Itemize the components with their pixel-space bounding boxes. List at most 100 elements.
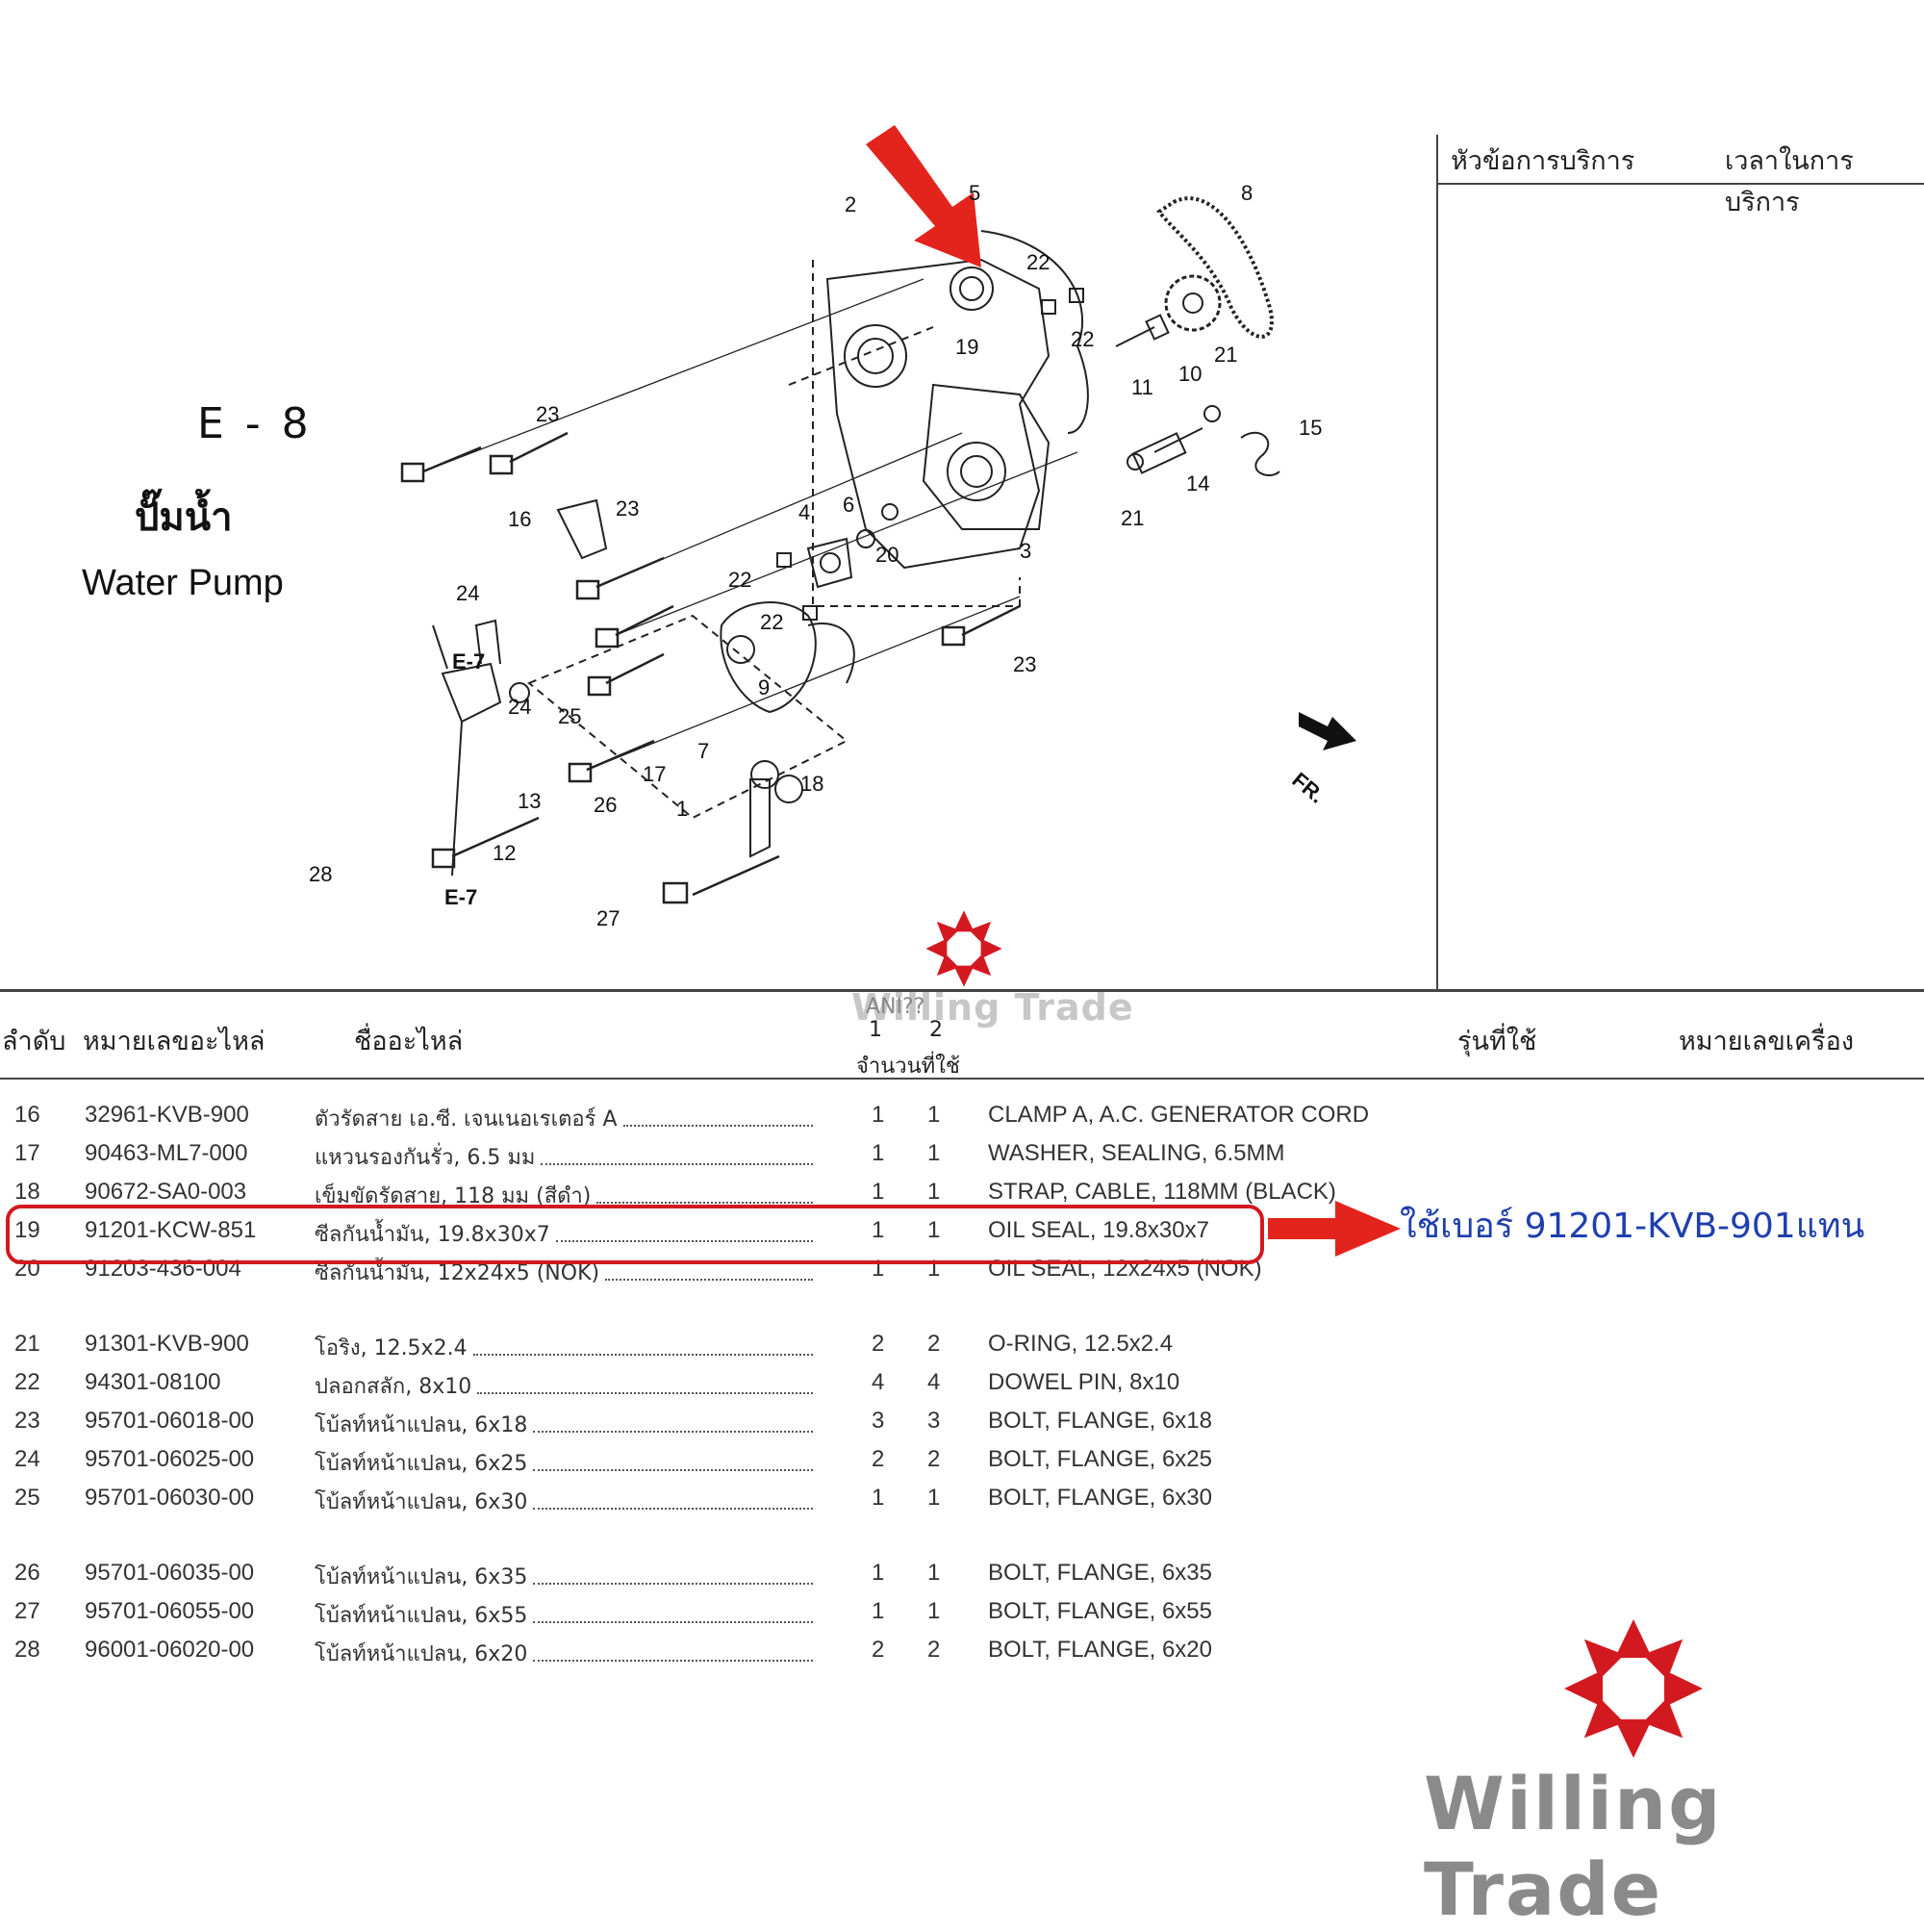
cell-part-number: 90672-SA0-003 <box>85 1179 247 1205</box>
table-top-line <box>0 989 1924 992</box>
cell-part-number: 95701-06030-00 <box>85 1485 255 1511</box>
cell-qty-2: 1 <box>927 1102 941 1128</box>
reference-e7-bottom: E-7 <box>444 885 478 909</box>
callout-1: 1 <box>676 797 689 821</box>
cell-no: 17 <box>14 1140 40 1166</box>
callout-14: 14 <box>1186 471 1210 496</box>
cell-name-thai: โบ้ลท์หน้าแปลน, 6x35 <box>315 1565 528 1589</box>
callout-5: 5 <box>969 181 981 205</box>
callout-18: 18 <box>800 772 824 796</box>
header-qty-col2: 2 <box>929 1018 943 1042</box>
cell-name-thai: ตัวรัดสาย เอ.ซี. เจนเนอเรเตอร์ A <box>315 1107 618 1131</box>
cell-no: 21 <box>14 1331 40 1357</box>
callout-23-c: 23 <box>1013 652 1037 676</box>
cell-part-number: 95701-06025-00 <box>85 1446 255 1472</box>
highlight-row-19 <box>6 1205 1264 1264</box>
leader-dots <box>556 1217 813 1242</box>
cell-qty-1: 2 <box>872 1637 885 1663</box>
callout-27: 27 <box>596 906 620 930</box>
callout-11: 11 <box>1131 375 1153 399</box>
service-time-header: เวลาในการบริการ <box>1725 146 1854 217</box>
cell-no: 19 <box>14 1217 40 1243</box>
cell-name-english: STRAP, CABLE, 118MM (BLACK) <box>988 1179 1336 1205</box>
section-title-english: Water Pump <box>82 563 284 603</box>
callout-4: 4 <box>798 500 811 524</box>
exploded-parts-diagram <box>400 125 1356 904</box>
cell-name-thai: โบ้ลท์หน้าแปลน, 6x55 <box>315 1604 528 1628</box>
cell-name-english: O-RING, 12.5x2.4 <box>988 1331 1174 1357</box>
callout-15: 15 <box>1299 416 1323 440</box>
cell-name-thai: ซีลกันน้ำมัน, 12x24x5 (NOK) <box>315 1261 600 1285</box>
callout-12: 12 <box>493 841 517 865</box>
callout-23-a: 23 <box>536 402 560 426</box>
cell-part-number: 91201-KCW-851 <box>85 1217 257 1243</box>
callout-19: 19 <box>955 335 979 359</box>
header-qty-col1: 1 <box>869 1018 882 1042</box>
cell-part-number: 94301-08100 <box>85 1369 221 1395</box>
table-header-bottom-line <box>0 1078 1924 1080</box>
callout-13: 13 <box>518 789 542 813</box>
cell-qty-1: 1 <box>872 1598 885 1624</box>
cell-qty-1: 1 <box>872 1179 885 1205</box>
watermark-logo-large <box>1564 1619 1703 1758</box>
leader-dots <box>533 1408 813 1433</box>
callout-7: 7 <box>697 739 710 763</box>
cell-qty-2: 1 <box>927 1140 941 1166</box>
pump-housing <box>825 258 1051 570</box>
callout-28: 28 <box>309 862 333 886</box>
header-part-no: หมายเลขอะไหล่ <box>83 1027 266 1056</box>
cell-qty-1: 1 <box>872 1560 885 1586</box>
cell-part-number: 96001-06020-00 <box>85 1637 255 1663</box>
leader-dots <box>623 1102 813 1127</box>
cell-qty-2: 2 <box>927 1637 941 1663</box>
red-right-arrow <box>1268 1201 1401 1257</box>
callout-22-b: 22 <box>1071 327 1095 351</box>
section-code: E - 8 <box>197 399 313 448</box>
cell-name-thai: ซีลกันน้ำมัน, 19.8x30x7 <box>315 1223 550 1247</box>
cell-name-english: OIL SEAL, 19.8x30x7 <box>988 1217 1209 1243</box>
callout-8: 8 <box>1241 181 1253 205</box>
cell-qty-1: 1 <box>872 1217 885 1243</box>
cell-part-number: 32961-KVB-900 <box>85 1102 249 1128</box>
cell-qty-2: 2 <box>927 1331 941 1357</box>
cell-name-english: BOLT, FLANGE, 6x18 <box>988 1408 1212 1434</box>
callout-2: 2 <box>845 192 857 216</box>
cell-no: 18 <box>14 1179 40 1205</box>
cell-name-thai: โอริง, 12.5x2.4 <box>315 1336 468 1360</box>
header-part-name: ชื่ออะไหล่ <box>354 1027 464 1056</box>
cell-name-thai: ปลอกสลัก, 8x10 <box>315 1375 472 1399</box>
cell-no: 23 <box>14 1408 40 1434</box>
cell-part-number: 90463-ML7-000 <box>85 1140 248 1166</box>
callout-6: 6 <box>843 493 855 517</box>
service-topic-header: หัวข้อการบริการ <box>1451 146 1635 176</box>
cell-part-number: 91203-436-004 <box>85 1256 241 1282</box>
callout-22-a: 22 <box>1026 250 1051 274</box>
cell-name-thai: แหวนรองกันรั่ว, 6.5 มม <box>315 1146 536 1170</box>
cell-part-number: 95701-06055-00 <box>85 1598 255 1624</box>
watermark-text-large: Willing Trade <box>1424 1761 1723 1932</box>
cell-name-english: BOLT, FLANGE, 6x25 <box>988 1446 1212 1472</box>
leader-dots <box>605 1256 813 1281</box>
replacement-note: ใช้เบอร์ 91201-KVB-901แทน <box>1400 1207 1865 1246</box>
header-engine-no: หมายเลขเครื่อง <box>1679 1027 1854 1056</box>
callout-25: 25 <box>558 704 582 728</box>
cell-qty-1: 1 <box>872 1102 885 1128</box>
header-no: ลำดับ <box>2 1027 66 1056</box>
leader-dots <box>541 1140 813 1165</box>
callout-22-c: 22 <box>728 568 752 592</box>
callout-23-b: 23 <box>616 496 640 521</box>
cell-part-number: 95701-06035-00 <box>85 1560 255 1586</box>
cell-qty-1: 1 <box>872 1140 885 1166</box>
cell-name-thai: โบ้ลท์หน้าแปลน, 6x20 <box>315 1642 528 1666</box>
watermark-logo-small <box>925 910 1002 987</box>
red-pointer-arrow <box>866 125 981 267</box>
callout-21-a: 21 <box>1214 343 1238 367</box>
